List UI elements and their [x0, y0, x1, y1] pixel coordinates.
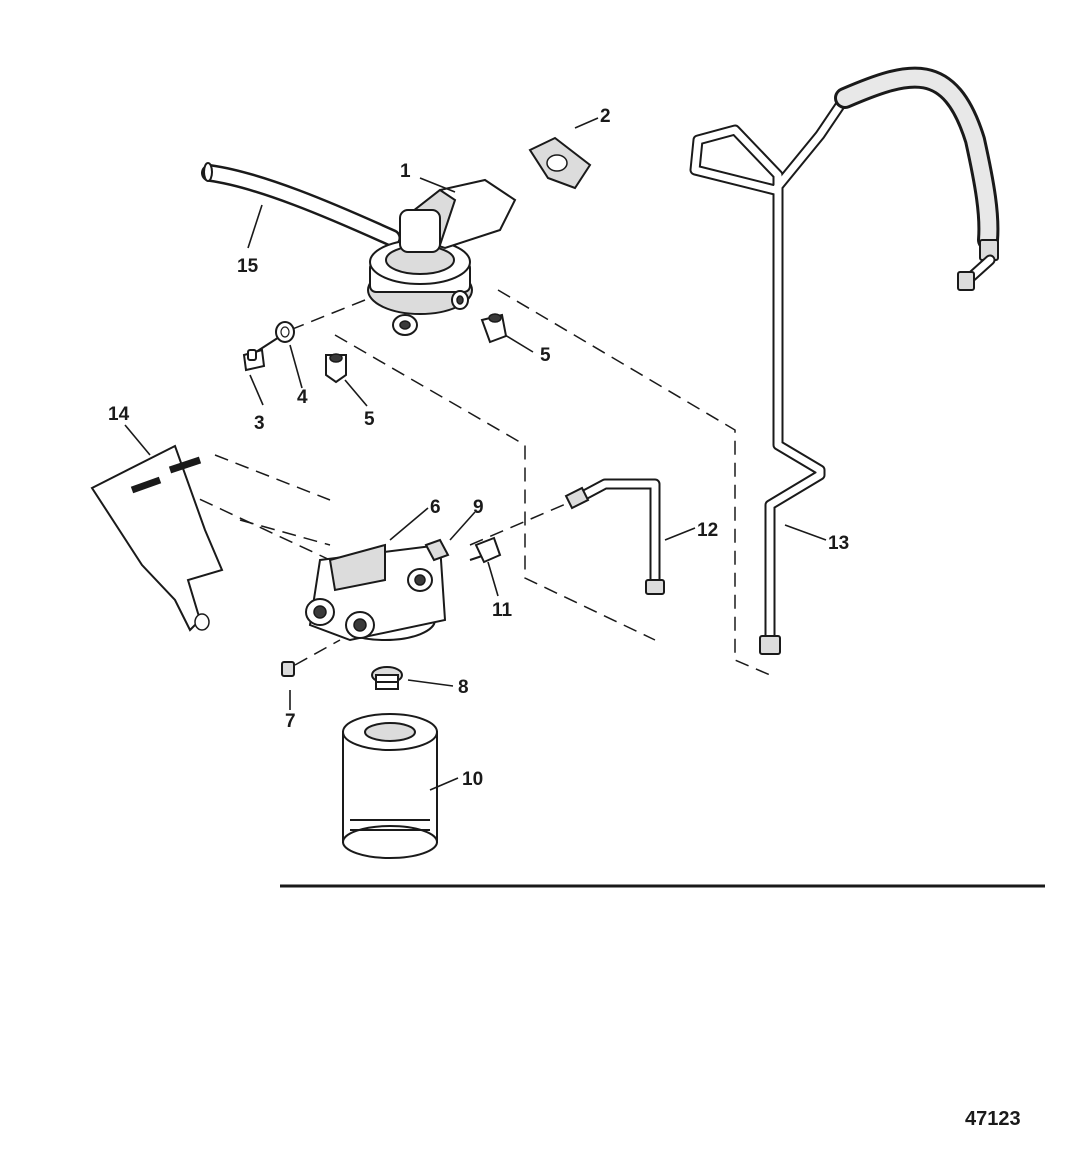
callout-3: 3: [254, 413, 265, 434]
part-5-elbow-fitting-left: [325, 353, 347, 384]
part-12-fuel-line: [564, 478, 665, 595]
figure-number: 47123: [965, 1108, 1021, 1130]
part-15-fuel-hose: [201, 162, 401, 247]
callout-11: 11: [492, 600, 513, 621]
callout-1: 1: [400, 161, 411, 182]
part-11-sender: [469, 536, 502, 564]
callout-9: 9: [473, 497, 484, 518]
part-14-mounting-bracket: [90, 444, 224, 632]
callout-8: 8: [458, 677, 469, 698]
part-9-plug: [424, 538, 450, 562]
callout-labels: 1 2 3 4 5 5 6 7 8 9 10 11 12 13 14 15: [108, 106, 849, 790]
callout-7: 7: [285, 711, 296, 732]
part-10-fuel-filter: [342, 713, 438, 859]
part-8-adapter: [371, 666, 403, 690]
assembly-dashed-lines: [179, 289, 771, 676]
part-5-elbow-fitting-right: [480, 313, 508, 344]
part-7-plug: [281, 661, 295, 677]
callout-13: 13: [828, 533, 849, 554]
part-1-fuel-pump: [367, 178, 517, 336]
part-2-gasket: [528, 136, 592, 190]
callout-4: 4: [297, 387, 308, 408]
part-13-fuel-line-and-hose: [689, 66, 1000, 655]
callout-2: 2: [600, 106, 611, 127]
callout-leaders: [124, 117, 827, 791]
callout-15: 15: [237, 256, 259, 277]
callout-10: 10: [462, 769, 483, 790]
part-4-washer: [275, 321, 295, 343]
part-6-filter-head: [305, 543, 447, 642]
callout-6: 6: [430, 497, 441, 518]
callout-12: 12: [697, 520, 718, 541]
callout-14: 14: [108, 404, 130, 425]
callout-5-left: 5: [364, 409, 375, 430]
callout-5-right: 5: [540, 345, 551, 366]
